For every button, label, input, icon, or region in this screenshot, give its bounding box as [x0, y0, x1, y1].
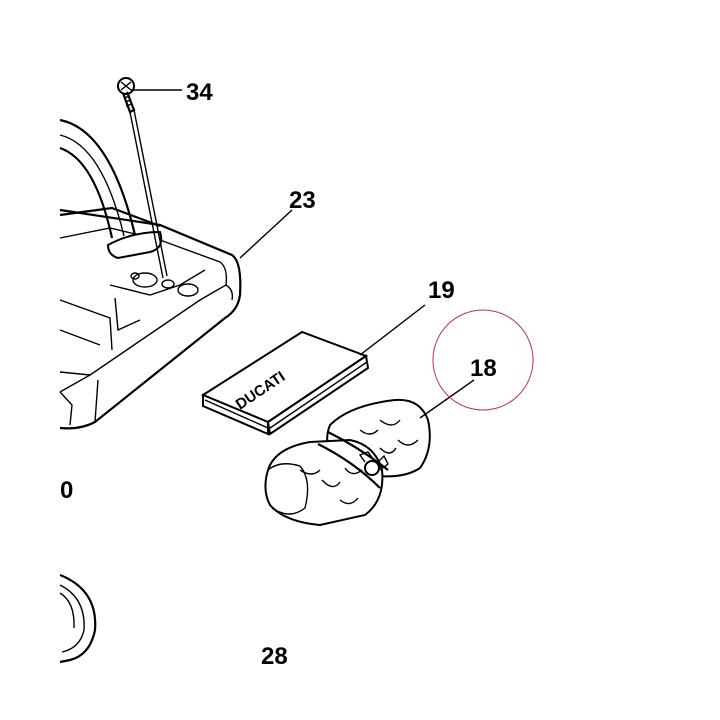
- tray-part: [59, 118, 242, 430]
- leader-19: [359, 304, 426, 356]
- callout-28: 28: [261, 643, 288, 670]
- manual-part: DUCATI: [200, 330, 370, 436]
- leader-18: [419, 379, 475, 419]
- tool-roll-part: [264, 398, 431, 527]
- highlight-circle: [432, 309, 534, 411]
- callout-34: 34: [186, 79, 213, 106]
- leader-23: [239, 209, 293, 259]
- callout-19: 19: [428, 277, 455, 304]
- wheel-partial-part: [59, 573, 97, 664]
- callout-0: 0: [60, 477, 73, 504]
- callout-23: 23: [289, 187, 316, 214]
- callout-18: 18: [470, 355, 497, 382]
- screw-part: [117, 77, 168, 279]
- leader-lines: [131, 89, 475, 419]
